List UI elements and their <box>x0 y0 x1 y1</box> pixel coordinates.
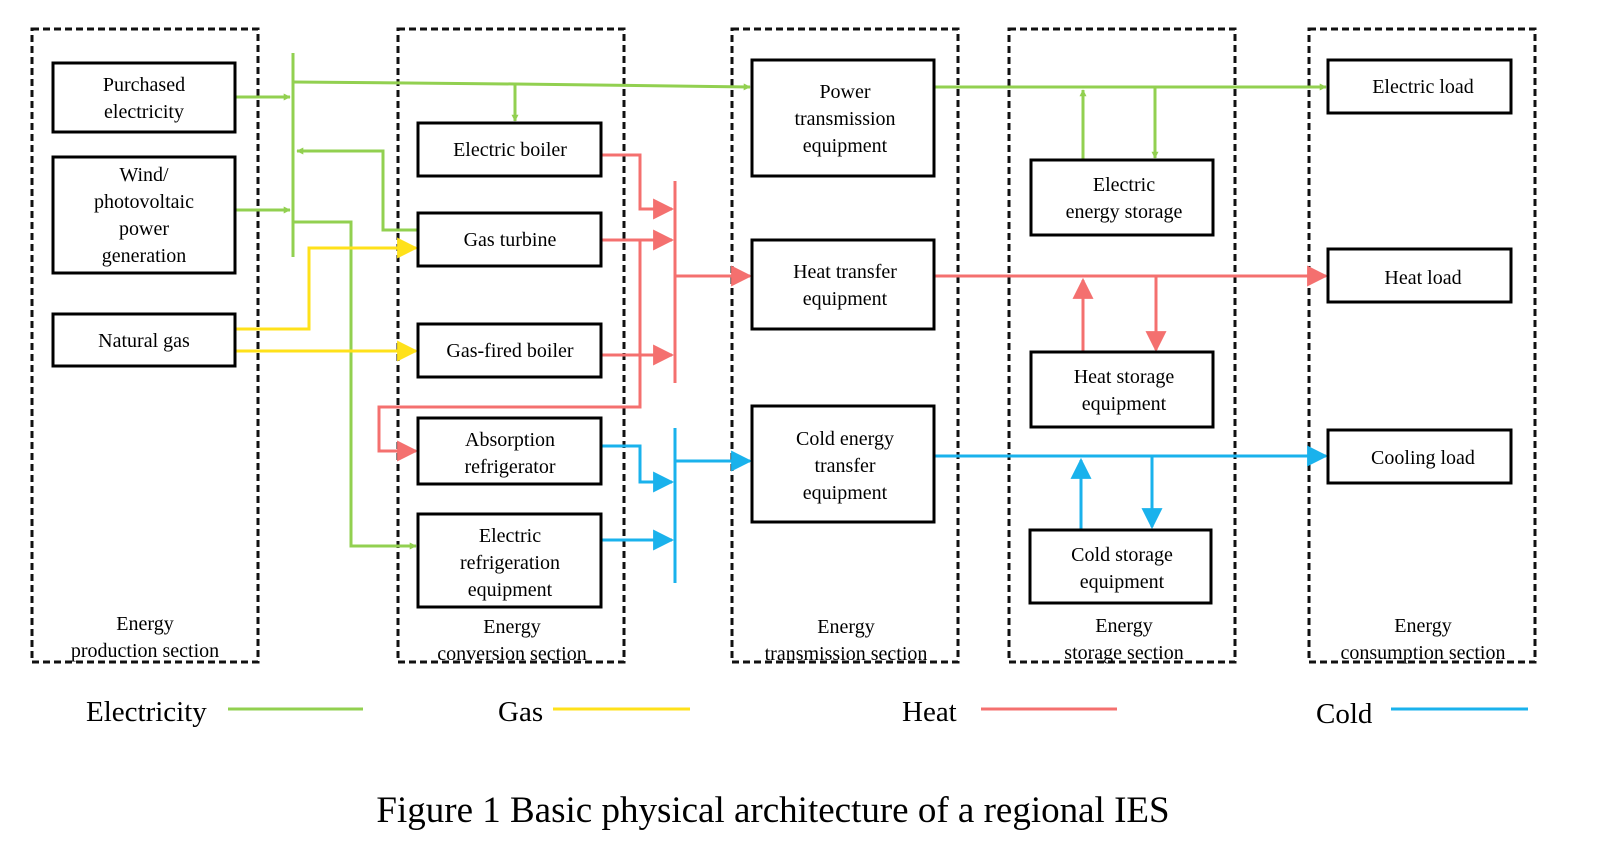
node-natural-gas: Natural gas <box>51 312 237 368</box>
electricity-flows <box>235 53 1327 550</box>
section-frame-transmission <box>730 27 960 664</box>
node-gas-fired-boiler: Gas-fired boiler <box>416 322 603 379</box>
node-cooling-load: Cooling load <box>1326 428 1513 485</box>
node-label-electric-load: Electric load <box>1372 76 1474 98</box>
flow-natural-gas-to-gas-turbine <box>235 237 419 331</box>
section-frame-storage <box>1007 27 1237 664</box>
legend-label-cold: Cold <box>1316 698 1373 730</box>
node-label-heat-load: Heat load <box>1384 267 1461 289</box>
flow-heat-bus-to-absorption-refrigerator <box>377 240 642 462</box>
flow-bus-to-electric-refrigeration <box>293 220 417 550</box>
legend-label-heat: Heat <box>902 696 957 728</box>
section-frame-consumption <box>1307 27 1537 664</box>
node-gas-turbine: Gas turbine <box>416 211 603 268</box>
cold-flows <box>601 428 1329 583</box>
legend-label-electricity: Electricity <box>86 696 207 728</box>
node-label-cooling-load: Cooling load <box>1371 447 1475 469</box>
flow-bus-to-power-transmission <box>292 80 751 91</box>
flow-gas-turbine-to-bus <box>296 147 418 232</box>
flow-electric-boiler-to-heat-bus <box>601 153 675 220</box>
legend-label-gas: Gas <box>498 696 543 728</box>
legend: Electricity Gas Heat Cold <box>86 696 1528 730</box>
node-label-gas-turbine: Gas turbine <box>464 229 557 251</box>
section-frame-production <box>30 27 260 664</box>
node-label-electric-boiler: Electric boiler <box>453 139 567 161</box>
node-electric-load: Electric load <box>1326 58 1513 115</box>
node-electric-boiler: Electric boiler <box>416 121 603 178</box>
figure-caption: Figure 1 Basic physical architecture of … <box>376 790 1169 831</box>
heat-flows <box>377 153 1329 462</box>
node-heat-load: Heat load <box>1326 247 1513 304</box>
flow-absorption-to-cold-bus <box>601 444 675 493</box>
node-label-natural-gas: Natural gas <box>98 330 190 352</box>
gas-flows <box>235 237 419 362</box>
node-label-gas-fired-boiler: Gas-fired boiler <box>446 340 574 362</box>
